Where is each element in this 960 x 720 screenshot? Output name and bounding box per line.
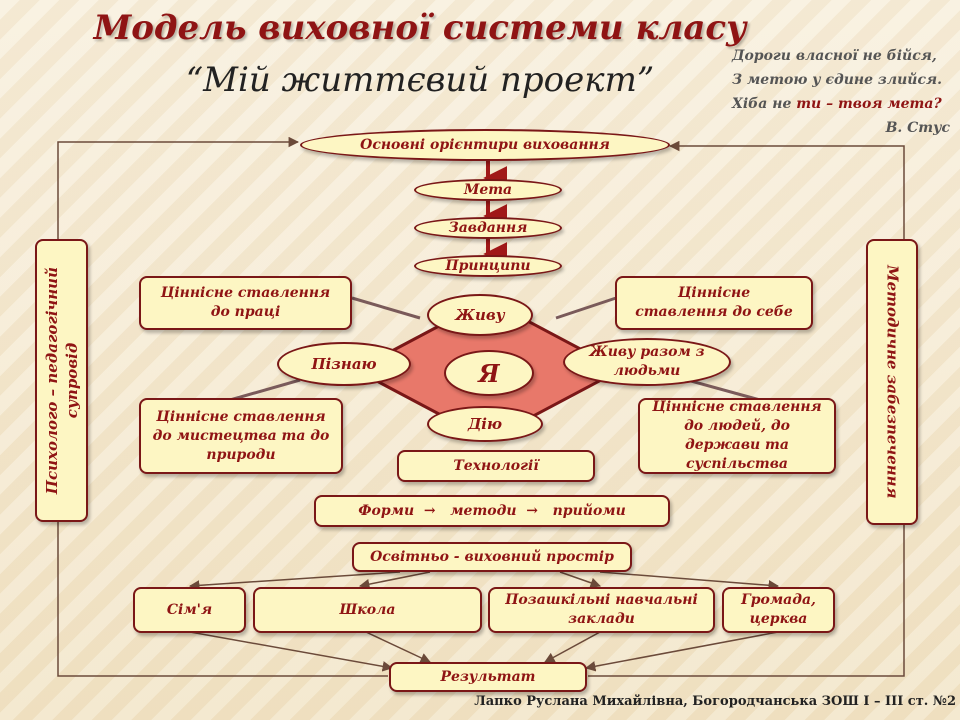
node-ya: Я [444, 350, 534, 396]
arrow-shkola-rezultat [365, 631, 431, 663]
node-pratsia: Ціннісне ставлення до праці [139, 276, 352, 330]
node-liudy: Ціннісне ставлення до людей, до держави … [638, 398, 836, 474]
connector-mystetstvo [229, 378, 301, 402]
page-subtitle: “Мій життєвий проект” [185, 60, 655, 100]
node-rezultat: Результат [389, 662, 587, 692]
epigraph-line-1: Дороги власної не бійся, [732, 48, 937, 64]
arrow-prostir-shkola [358, 571, 431, 590]
node-orientiry: Основні орієнтири виховання [300, 129, 670, 161]
node-zhyvu: Живу [427, 294, 533, 336]
page-title: Модель виховної системи класу [93, 8, 747, 48]
node-tekhnolohii: Технології [397, 450, 595, 482]
node-mystetstvo: Ціннісне ставлення до мистецтва та до пр… [139, 398, 343, 474]
node-pryntsypy: Принципи [414, 255, 562, 277]
node-hromada: Громада, церква [722, 587, 835, 633]
node-formy: Форми → методи → прийоми [314, 495, 670, 527]
node-metodychne: Методичне забезпечення [866, 239, 918, 525]
arrow-prostir-simia [188, 571, 401, 591]
node-piznaiu: Пізнаю [277, 342, 411, 386]
node-pozashkilni: Позашкільні навчальні заклади [488, 587, 715, 633]
epigraph-line-3-start: Хіба не [732, 96, 797, 112]
arrow-simia-rezultat [189, 631, 394, 672]
epigraph-line-2: З метою у єдине злийся. [732, 72, 942, 88]
arrow-prostir-hromada [599, 571, 780, 591]
footer-author: Лапко Руслана Михайлівна, Богородчанська… [474, 694, 956, 709]
arrow-prostir-pozashkilni [559, 571, 601, 588]
node-meta: Мета [414, 179, 562, 201]
connector-sebe [555, 296, 617, 320]
node-psykholoho: Психолого – педагогічний супровід [35, 239, 88, 522]
node-simia: Сім'я [133, 587, 246, 633]
epigraph: Дороги власної не бійся, З метою у єдине… [732, 44, 956, 140]
arrow-pozashkilni-rezultat [544, 631, 601, 663]
node-diiu: Дію [427, 406, 543, 442]
node-zhyvu-razom: Живу разом з людьми [563, 338, 731, 386]
node-shkola: Школа [253, 587, 482, 633]
connector-pratsia [351, 296, 421, 320]
node-sebe: Ціннісне ставлення до себе [615, 276, 813, 330]
node-prostir: Освітньо - виховний простір [352, 542, 632, 572]
epigraph-line-3-highlight: ти – твоя мета? [796, 96, 942, 112]
node-metodychne-label: Методичне забезпечення [883, 265, 902, 499]
node-psykholoho-label: Психолого – педагогічний супровід [42, 266, 81, 495]
epigraph-author: В. Стус [885, 120, 950, 136]
arrow-hromada-rezultat [584, 631, 779, 672]
epigraph-line-3: Хіба не ти – твоя мета? [732, 92, 956, 116]
node-zavdannia: Завдання [414, 217, 562, 239]
